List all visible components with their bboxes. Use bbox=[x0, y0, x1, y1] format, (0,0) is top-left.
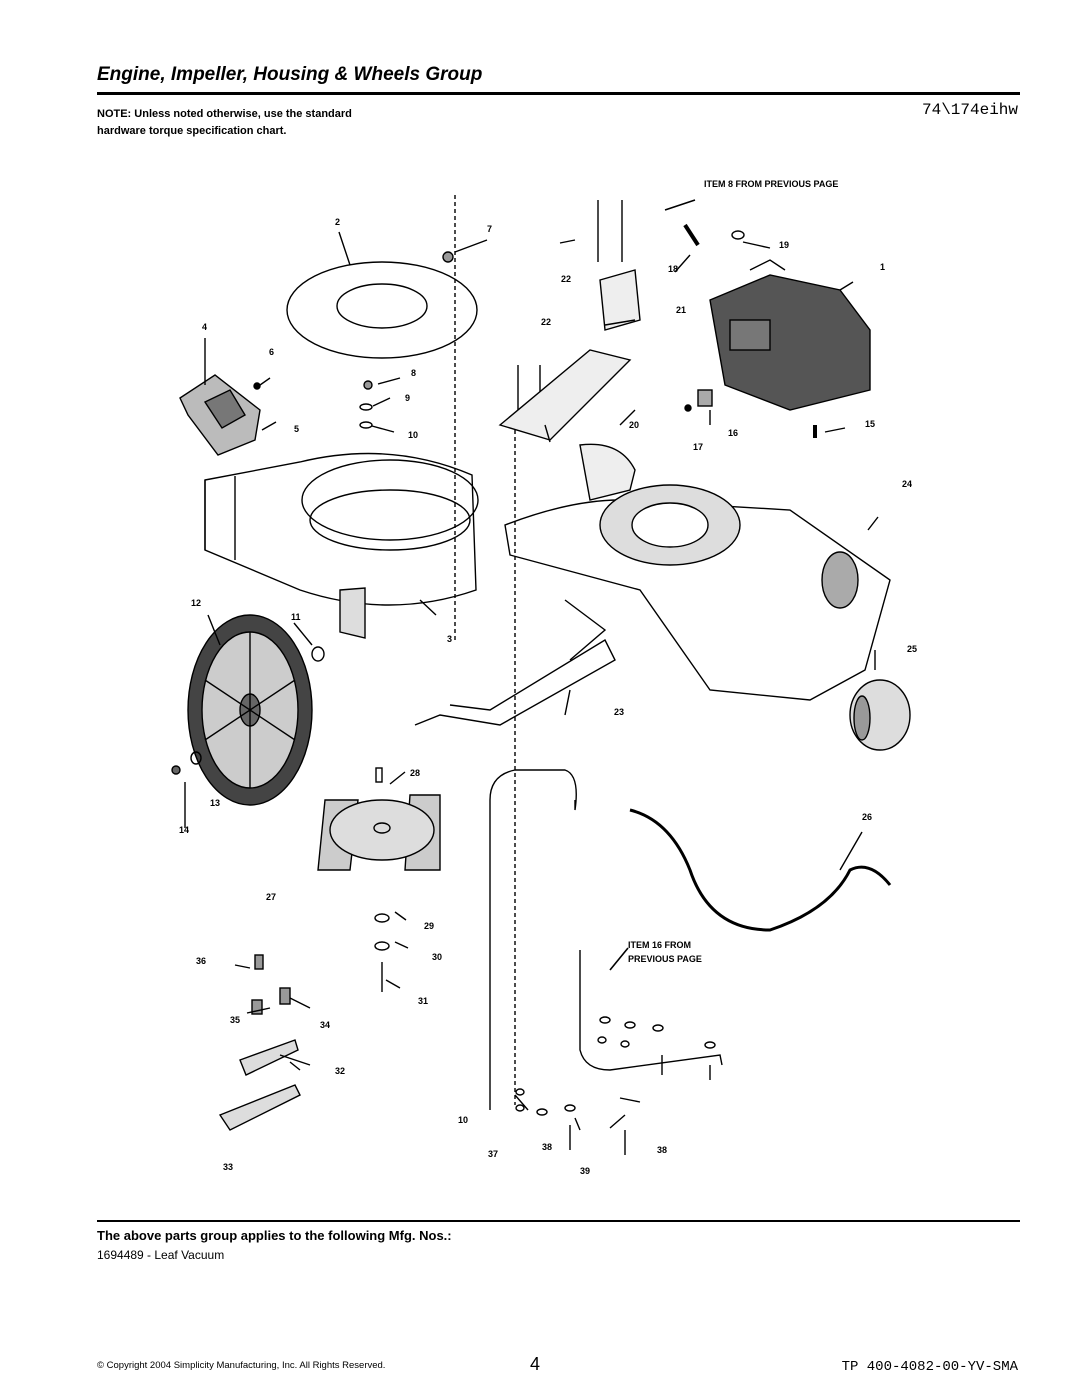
part-label-17: 17 bbox=[693, 442, 703, 452]
part-washer-9 bbox=[359, 403, 373, 411]
part-lever-33 bbox=[218, 1084, 301, 1131]
part-bracket-20 bbox=[498, 349, 632, 441]
part-washer-10 bbox=[359, 421, 373, 429]
part-label-9: 9 bbox=[405, 393, 410, 403]
exploded-parts-diagram: ITEM 8 FROM PREVIOUS PAGE ITEM 16 FROM P… bbox=[150, 170, 930, 1200]
part-nut-6 bbox=[253, 382, 261, 390]
part-wire-harness bbox=[629, 808, 892, 932]
part-bracket-21 bbox=[599, 269, 641, 331]
part-label-37: 37 bbox=[488, 1149, 498, 1159]
part-label-10a: 10 bbox=[408, 430, 418, 440]
part-impeller bbox=[317, 794, 441, 871]
callout-item8: ITEM 8 FROM PREVIOUS PAGE bbox=[704, 179, 838, 189]
part-label-16: 16 bbox=[728, 428, 738, 438]
callout-item16-line1: ITEM 16 FROM bbox=[628, 940, 691, 950]
part-label-31: 31 bbox=[418, 996, 428, 1006]
part-label-1: 1 bbox=[880, 262, 885, 272]
part-label-22b: 22 bbox=[541, 317, 551, 327]
part-label-32: 32 bbox=[335, 1066, 345, 1076]
part-bracket-4 bbox=[179, 374, 261, 456]
part-hardware-bottom bbox=[515, 1016, 716, 1155]
part-label-7: 7 bbox=[487, 224, 492, 234]
title-rule bbox=[97, 92, 1020, 95]
part-engine bbox=[709, 259, 871, 411]
part-label-38a: 38 bbox=[542, 1142, 552, 1152]
part-label-29: 29 bbox=[424, 921, 434, 931]
part-key-28 bbox=[375, 767, 383, 783]
diagram-reference-code: 74\174eihw bbox=[921, 101, 1018, 119]
part-label-22a: 22 bbox=[561, 274, 571, 284]
part-bolt-8 bbox=[363, 380, 373, 390]
callout-arrow-item16 bbox=[609, 947, 629, 971]
callout-item16-line2: PREVIOUS PAGE bbox=[628, 954, 702, 964]
part-label-25: 25 bbox=[907, 644, 917, 654]
applies-rule bbox=[97, 1220, 1020, 1222]
part-label-2: 2 bbox=[335, 217, 340, 227]
part-bolt-36 bbox=[254, 954, 264, 970]
page-number: 4 bbox=[530, 1354, 541, 1374]
part-blower-housing bbox=[204, 452, 479, 639]
part-label-24: 24 bbox=[902, 479, 912, 489]
part-nut-14 bbox=[171, 765, 181, 775]
part-bolts-22-top bbox=[597, 200, 623, 262]
part-chassis-deck bbox=[504, 443, 891, 701]
part-label-3: 3 bbox=[447, 634, 452, 644]
part-cover bbox=[849, 679, 911, 751]
part-label-13: 13 bbox=[210, 798, 220, 808]
part-label-30: 30 bbox=[432, 952, 442, 962]
part-bolt-34 bbox=[279, 987, 291, 1005]
part-lever-32 bbox=[239, 1039, 299, 1076]
part-label-39: 39 bbox=[580, 1166, 590, 1176]
part-label-18: 18 bbox=[668, 264, 678, 274]
footer-copyright: © Copyright 2004 Simplicity Manufacturin… bbox=[97, 1360, 386, 1371]
part-washer-13 bbox=[190, 751, 202, 765]
applies-heading: The above parts group applies to the fol… bbox=[97, 1228, 452, 1243]
part-label-27: 27 bbox=[266, 892, 276, 902]
torque-note: NOTE: Unless noted otherwise, use the st… bbox=[97, 108, 352, 137]
part-wheel bbox=[187, 614, 313, 806]
part-label-15: 15 bbox=[865, 419, 875, 429]
part-spring-18 bbox=[683, 223, 700, 247]
part-label-26: 26 bbox=[862, 812, 872, 822]
page-title: Engine, Impeller, Housing & Wheels Group bbox=[97, 64, 483, 85]
callout-arrow-item8 bbox=[664, 199, 696, 211]
part-washer-11 bbox=[311, 646, 325, 662]
part-axle bbox=[414, 599, 616, 726]
part-label-28: 28 bbox=[410, 768, 420, 778]
part-handle-upper bbox=[489, 769, 577, 1110]
part-nut-17 bbox=[684, 404, 692, 412]
part-label-10b: 10 bbox=[458, 1115, 468, 1125]
part-handle-lower bbox=[579, 950, 723, 1071]
part-clip-19 bbox=[731, 230, 745, 240]
part-label-14: 14 bbox=[179, 825, 189, 835]
parts-diagram-svg: ITEM 8 FROM PREVIOUS PAGE ITEM 16 FROM P… bbox=[171, 179, 917, 1176]
part-label-20: 20 bbox=[629, 420, 639, 430]
part-bracket-35 bbox=[251, 999, 263, 1015]
part-ring-plate bbox=[286, 261, 478, 359]
part-label-34: 34 bbox=[320, 1020, 330, 1030]
part-bracket-16 bbox=[697, 389, 713, 407]
part-washer-29 bbox=[374, 913, 390, 923]
part-label-12: 12 bbox=[191, 598, 201, 608]
part-label-35: 35 bbox=[230, 1015, 240, 1025]
document-code: TP 400-4082-00-YV-SMA bbox=[841, 1359, 1018, 1375]
part-label-8: 8 bbox=[411, 368, 416, 378]
part-nut-7 bbox=[442, 251, 454, 263]
part-washer-30 bbox=[374, 941, 390, 951]
part-label-38b: 38 bbox=[657, 1145, 667, 1155]
part-label-21: 21 bbox=[676, 305, 686, 315]
model-number: 1694489 - Leaf Vacuum bbox=[97, 1248, 225, 1262]
part-label-4: 4 bbox=[202, 322, 207, 332]
part-label-23: 23 bbox=[614, 707, 624, 717]
part-label-33: 33 bbox=[223, 1162, 233, 1172]
part-label-36: 36 bbox=[196, 956, 206, 966]
part-label-11: 11 bbox=[291, 612, 301, 622]
part-label-5: 5 bbox=[294, 424, 299, 434]
part-label-6: 6 bbox=[269, 347, 274, 357]
part-label-19: 19 bbox=[779, 240, 789, 250]
